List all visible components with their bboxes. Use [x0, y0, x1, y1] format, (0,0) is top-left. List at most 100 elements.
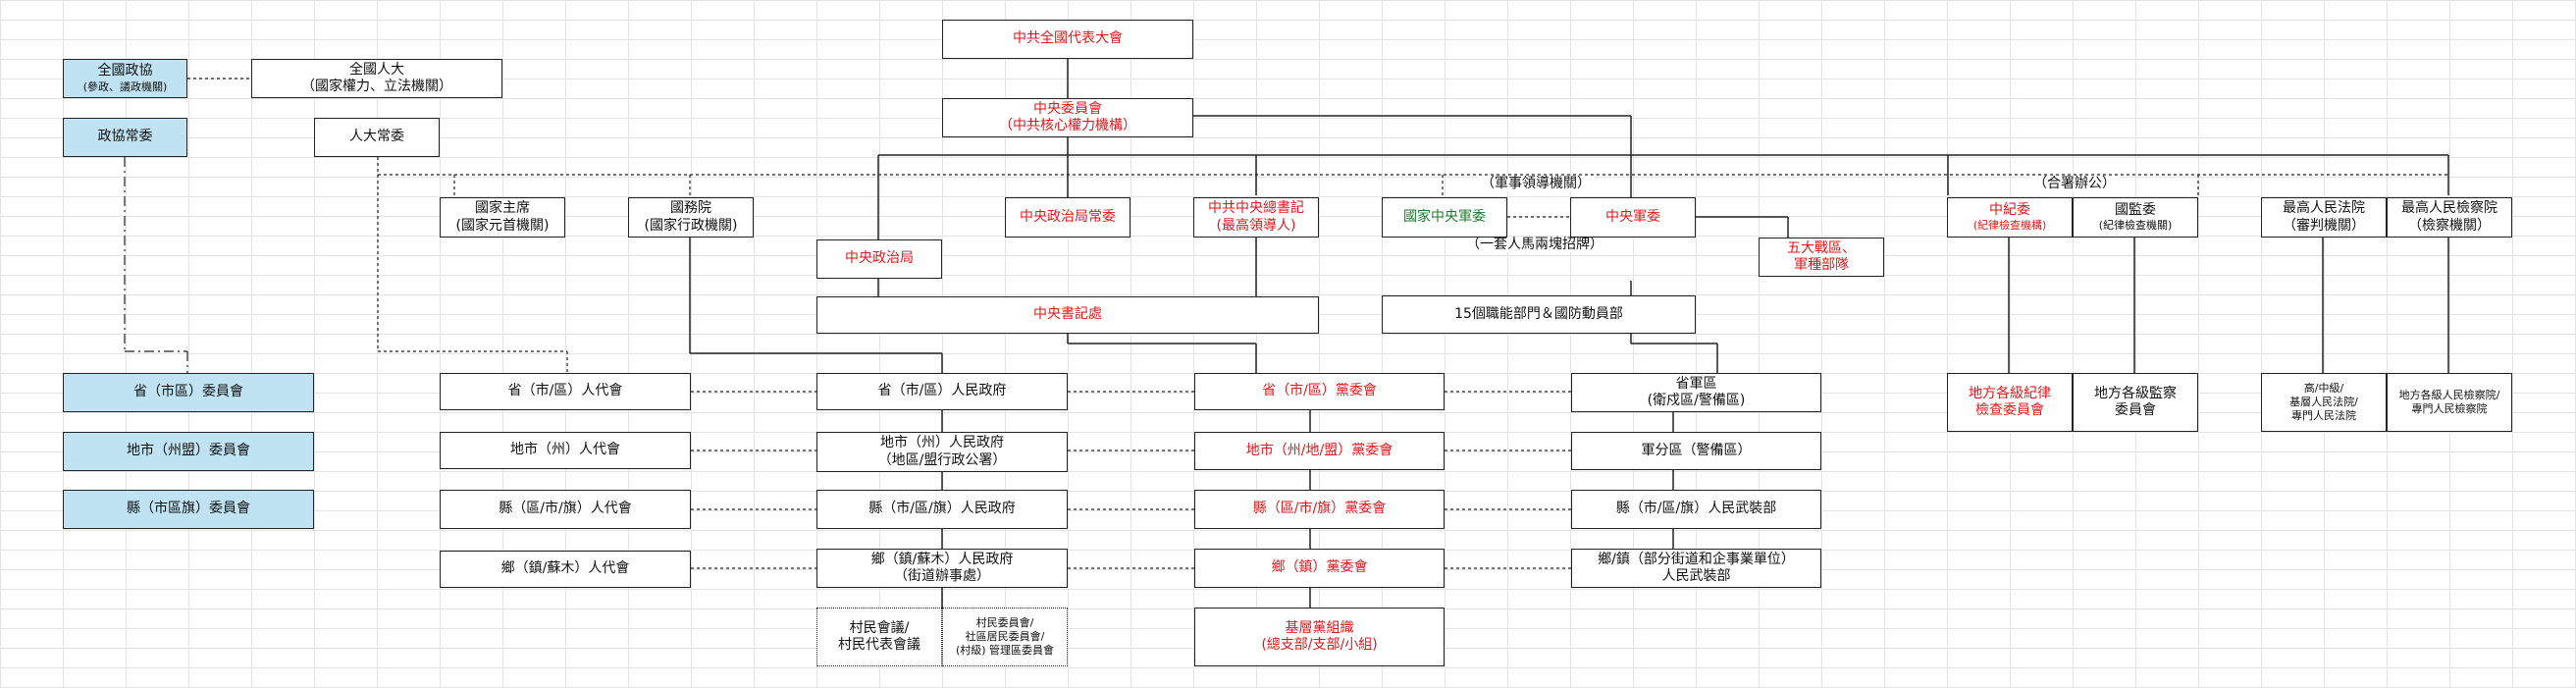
node-label: 國監委 [2115, 201, 2156, 218]
supreme-peoples-court: 最高人民法院 （審判機關） [2261, 197, 2387, 238]
node-label: 鄉（鎮/蘇木）人民政府 [870, 551, 1014, 567]
node-sublabel: (紀律檢查機構) [1972, 219, 2047, 233]
township-armed-forces-department: 鄉/鎮（部分街道和企事業單位） 人民武裝部 [1571, 549, 1821, 588]
node-sublabel: （街道辦事處） [894, 568, 990, 584]
local-supervisory-commissions: 地方各級監察 委員會 [2073, 373, 2198, 432]
military-leadership-label: （軍事領導機關） [1477, 176, 1595, 191]
node-sublabel: 軍種部隊 [1794, 257, 1849, 273]
central-discipline-commission: 中紀委 (紀律檢查機構) [1947, 197, 2073, 238]
county-armed-forces-department: 縣（市/區/旗）人民武裝部 [1571, 490, 1821, 529]
politburo: 中央政治局 [816, 239, 942, 279]
county-cppcc: 縣（市區旗）委員會 [63, 490, 314, 529]
node-label: 縣（區/市/旗）黨委會 [1252, 501, 1387, 517]
node-sublabel: 檢查委員會 [1975, 402, 2044, 418]
node-label: 全國政協 [97, 63, 153, 79]
provincial-party-committee: 省（市/區）黨委會 [1194, 373, 1445, 410]
node-sublabel: （中共核心權力機構） [999, 118, 1136, 133]
cppcc-standing-committee: 政協常委 [63, 118, 187, 157]
node-label: 縣（區/市/旗）人代會 [499, 501, 632, 517]
ccp-national-congress: 中共全國代表大會 [942, 20, 1193, 59]
node-label: 鄉/鎮（部分街道和企事業單位） [1598, 551, 1795, 567]
node-sublabel-2: (村級) 管理區委員會 [955, 643, 1055, 657]
node-label: 國家中央軍委 [1403, 208, 1486, 225]
node-label: 村民委員會/ [975, 616, 1034, 630]
node-label: 中共全國代表大會 [1013, 30, 1123, 47]
node-label: 地方各級監察 [2094, 385, 2177, 401]
politburo-standing-committee: 中央政治局常委 [1005, 197, 1130, 238]
node-label: 中共中央總書記 [1208, 200, 1304, 216]
node-sublabel: 專門人民檢察院 [2411, 402, 2488, 415]
military-subdistrict: 軍分區（警備區） [1571, 432, 1821, 470]
party-central-military-commission: 中央軍委 [1570, 197, 1696, 238]
node-label: 地方各級人民檢察院/ [2398, 389, 2500, 402]
county-peoples-congress: 縣（區/市/旗）人代會 [440, 490, 691, 529]
npc-standing-committee: 人大常委 [314, 118, 440, 157]
township-peoples-congress: 鄉（鎮/蘇木）人代會 [440, 551, 691, 588]
node-label: 中央軍委 [1605, 208, 1660, 225]
node-label: 國家主席 [475, 200, 530, 216]
node-label: 鄉（鎮）黨委會 [1271, 559, 1368, 576]
prefectural-cppcc: 地市（州盟）委員會 [63, 432, 314, 471]
node-sublabel: 委員會 [2115, 402, 2156, 418]
node-label: 地市（州盟）委員會 [127, 443, 250, 459]
node-label: 15個職能部門＆國防動員部 [1454, 305, 1623, 322]
national-supervisory-commission: 國監委 (紀律檢查機關) [2073, 197, 2198, 238]
node-label: 縣（市區旗）委員會 [127, 501, 250, 517]
national-cppcc: 全國政協 (參政、議政機關) [63, 59, 187, 98]
node-sublabel: （國家權力、立法機關） [301, 79, 452, 94]
provincial-cppcc: 省（市區）委員會 [63, 373, 314, 412]
one-set-two-signs-label: （一套人馬兩塊招牌） [1462, 237, 1607, 252]
node-label: 地市（州）人代會 [510, 442, 620, 458]
node-label: 基層黨組織 [1285, 619, 1354, 636]
county-party-committee: 縣（區/市/旗）黨委會 [1194, 490, 1445, 529]
central-secretariat: 中央書記處 [816, 296, 1319, 334]
node-sublabel: 村民代表會議 [838, 637, 920, 653]
node-label: 鄉（鎮/蘇木）人代會 [500, 560, 630, 577]
node-sublabel: 社區居民委員會/ [965, 630, 1045, 644]
node-label: 國務院 [670, 200, 711, 216]
supreme-peoples-procuratorate: 最高人民檢察院 （檢察機關） [2387, 197, 2512, 238]
node-sublabel-2: 專門人民法院 [2291, 408, 2356, 422]
node-label: 中央委員會 [1033, 100, 1102, 117]
node-label: 地方各級紀律 [1969, 385, 2051, 401]
prefectural-peoples-congress: 地市（州）人代會 [440, 432, 691, 469]
national-peoples-congress: 全國人大 （國家權力、立法機關） [251, 59, 502, 98]
node-sublabel: （地區/盟行政公署） [877, 451, 1007, 468]
provincial-government: 省（市/區）人民政府 [816, 373, 1068, 410]
node-sublabel: (紀律檢查機關) [2098, 219, 2173, 233]
joint-office-label: （合署辦公） [2029, 176, 2120, 191]
node-sublabel: 基層人民法院/ [2289, 396, 2358, 409]
node-label: 地市（州/地/盟）黨委會 [1245, 442, 1393, 458]
provincial-military-district: 省軍區 (衛戍區/警備區) [1571, 373, 1821, 412]
node-sublabel: (國家行政機關) [644, 217, 738, 234]
general-secretary: 中共中央總書記 (最高領導人) [1193, 197, 1319, 238]
central-committee: 中央委員會 （中共核心權力機構） [942, 98, 1193, 137]
node-label: 地市（州）人民政府 [880, 435, 1004, 450]
local-peoples-procuratorates: 地方各級人民檢察院/ 專門人民檢察院 [2387, 373, 2512, 432]
node-label: 中央書記處 [1033, 306, 1102, 323]
node-label: 村民會議/ [849, 619, 910, 636]
node-sublabel: (參政、議政機關) [82, 79, 168, 93]
local-peoples-courts: 高/中級/ 基層人民法院/ 專門人民法院 [2261, 373, 2387, 432]
county-government: 縣（市/區/旗）人民政府 [816, 490, 1068, 529]
node-label: 省（市/區）黨委會 [1262, 383, 1377, 399]
theater-commands: 五大戰區、 軍種部隊 [1759, 238, 1884, 277]
node-sublabel: 人民武裝部 [1661, 568, 1731, 584]
node-label: 縣（市/區/旗）人民政府 [868, 501, 1016, 517]
village-committee: 村民委員會/ 社區居民委員會/ (村級) 管理區委員會 [942, 608, 1068, 666]
node-sublabel: (最高領導人) [1216, 217, 1296, 234]
node-label: 政協常委 [97, 129, 153, 145]
node-label: 軍分區（警備區） [1641, 442, 1752, 458]
node-label: 中紀委 [1989, 201, 2030, 218]
node-label: 省（市/區）人代會 [507, 383, 623, 399]
node-sublabel: (總支部/支部/小組) [1261, 637, 1378, 653]
grassroots-party-organization: 基層黨組織 (總支部/支部/小組) [1194, 608, 1445, 666]
node-label: 中央政治局 [845, 250, 914, 267]
node-label: 省軍區 [1675, 375, 1717, 392]
node-label: 中央政治局常委 [1020, 208, 1116, 225]
node-label: 高/中級/ [2303, 382, 2344, 396]
node-sublabel: （檢察機關） [2408, 217, 2491, 234]
state-council: 國務院 (國家行政機關) [628, 197, 754, 238]
node-label: 人大常委 [349, 129, 404, 145]
